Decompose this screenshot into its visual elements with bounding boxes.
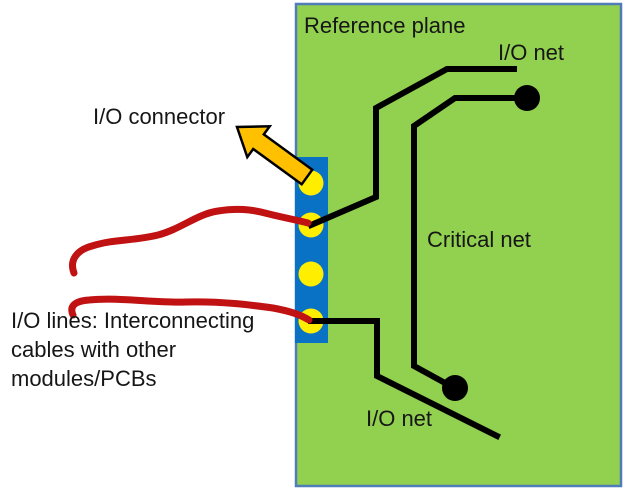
io-net-bottom-label: I/O net xyxy=(366,406,433,431)
io-cable-line-2 xyxy=(68,295,313,324)
io-lines-caption-line3: modules/PCBs xyxy=(11,366,157,391)
critical-net-label: Critical net xyxy=(427,227,531,252)
io-net-top-label: I/O net xyxy=(498,40,565,65)
io-lines-caption: I/O lines: Interconnecting cables with o… xyxy=(11,306,254,393)
connector-pad-3 xyxy=(298,261,324,287)
critical-net-trace xyxy=(411,95,530,394)
via-bottom xyxy=(442,375,468,401)
io-lines-caption-line2: cables with other xyxy=(11,337,177,362)
io-connector-label: I/O connector xyxy=(93,104,226,129)
io-connector-arrow-icon xyxy=(235,124,315,187)
reference-plane-label: Reference plane xyxy=(304,13,466,38)
io-net-top-trace xyxy=(307,66,517,229)
via-top xyxy=(514,85,540,111)
reference-plane-rect xyxy=(294,2,623,488)
io-cable-line-1 xyxy=(69,205,312,277)
io-lines-caption-line1: I/O lines: Interconnecting xyxy=(11,308,255,333)
io-net-bottom-trace xyxy=(308,318,502,441)
